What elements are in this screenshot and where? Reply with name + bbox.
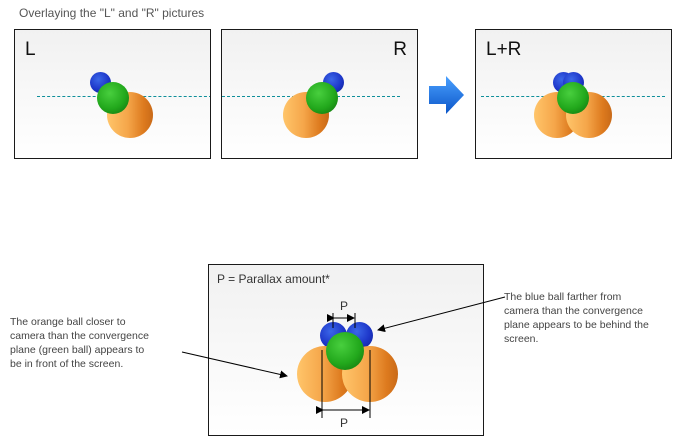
caption: Overlaying the "L" and "R" pictures — [19, 6, 205, 20]
panel-right: R — [221, 29, 418, 159]
parallax-top-label: P — [340, 299, 349, 313]
green-ball — [97, 82, 129, 114]
blue-note-line-4: screen. — [504, 333, 539, 345]
panel-combined-label: L+R — [486, 39, 522, 60]
panel-left-label: L — [25, 39, 36, 60]
panel-combined: L+R — [475, 29, 672, 159]
panel-left: L — [14, 29, 211, 159]
parallax-title: P = Parallax amount* — [217, 272, 330, 286]
orange-note-line-1: The orange ball closer to — [10, 316, 126, 328]
orange-note-line-2: camera than the convergence — [10, 330, 149, 342]
orange-note-line-4: be in front of the screen. — [10, 358, 124, 370]
green-ball — [326, 332, 364, 370]
panel-right-label: R — [393, 39, 407, 60]
blue-note-line-3: plane appears to be behind the — [504, 319, 649, 331]
blue-note-line-1: The blue ball farther from — [504, 291, 622, 303]
parallax-bottom-label: P — [340, 416, 349, 430]
blue-note-line-2: camera than the convergence — [504, 305, 643, 317]
orange-note-line-3: plane (green ball) appears to — [10, 344, 145, 356]
green-ball — [557, 82, 589, 114]
parallax-panel: P = Parallax amount* P P — [208, 264, 484, 436]
orange-ball-note: The orange ball closer to camera than th… — [10, 315, 185, 371]
blue-ball-note: The blue ball farther from camera than t… — [504, 290, 694, 346]
green-ball — [306, 82, 338, 114]
